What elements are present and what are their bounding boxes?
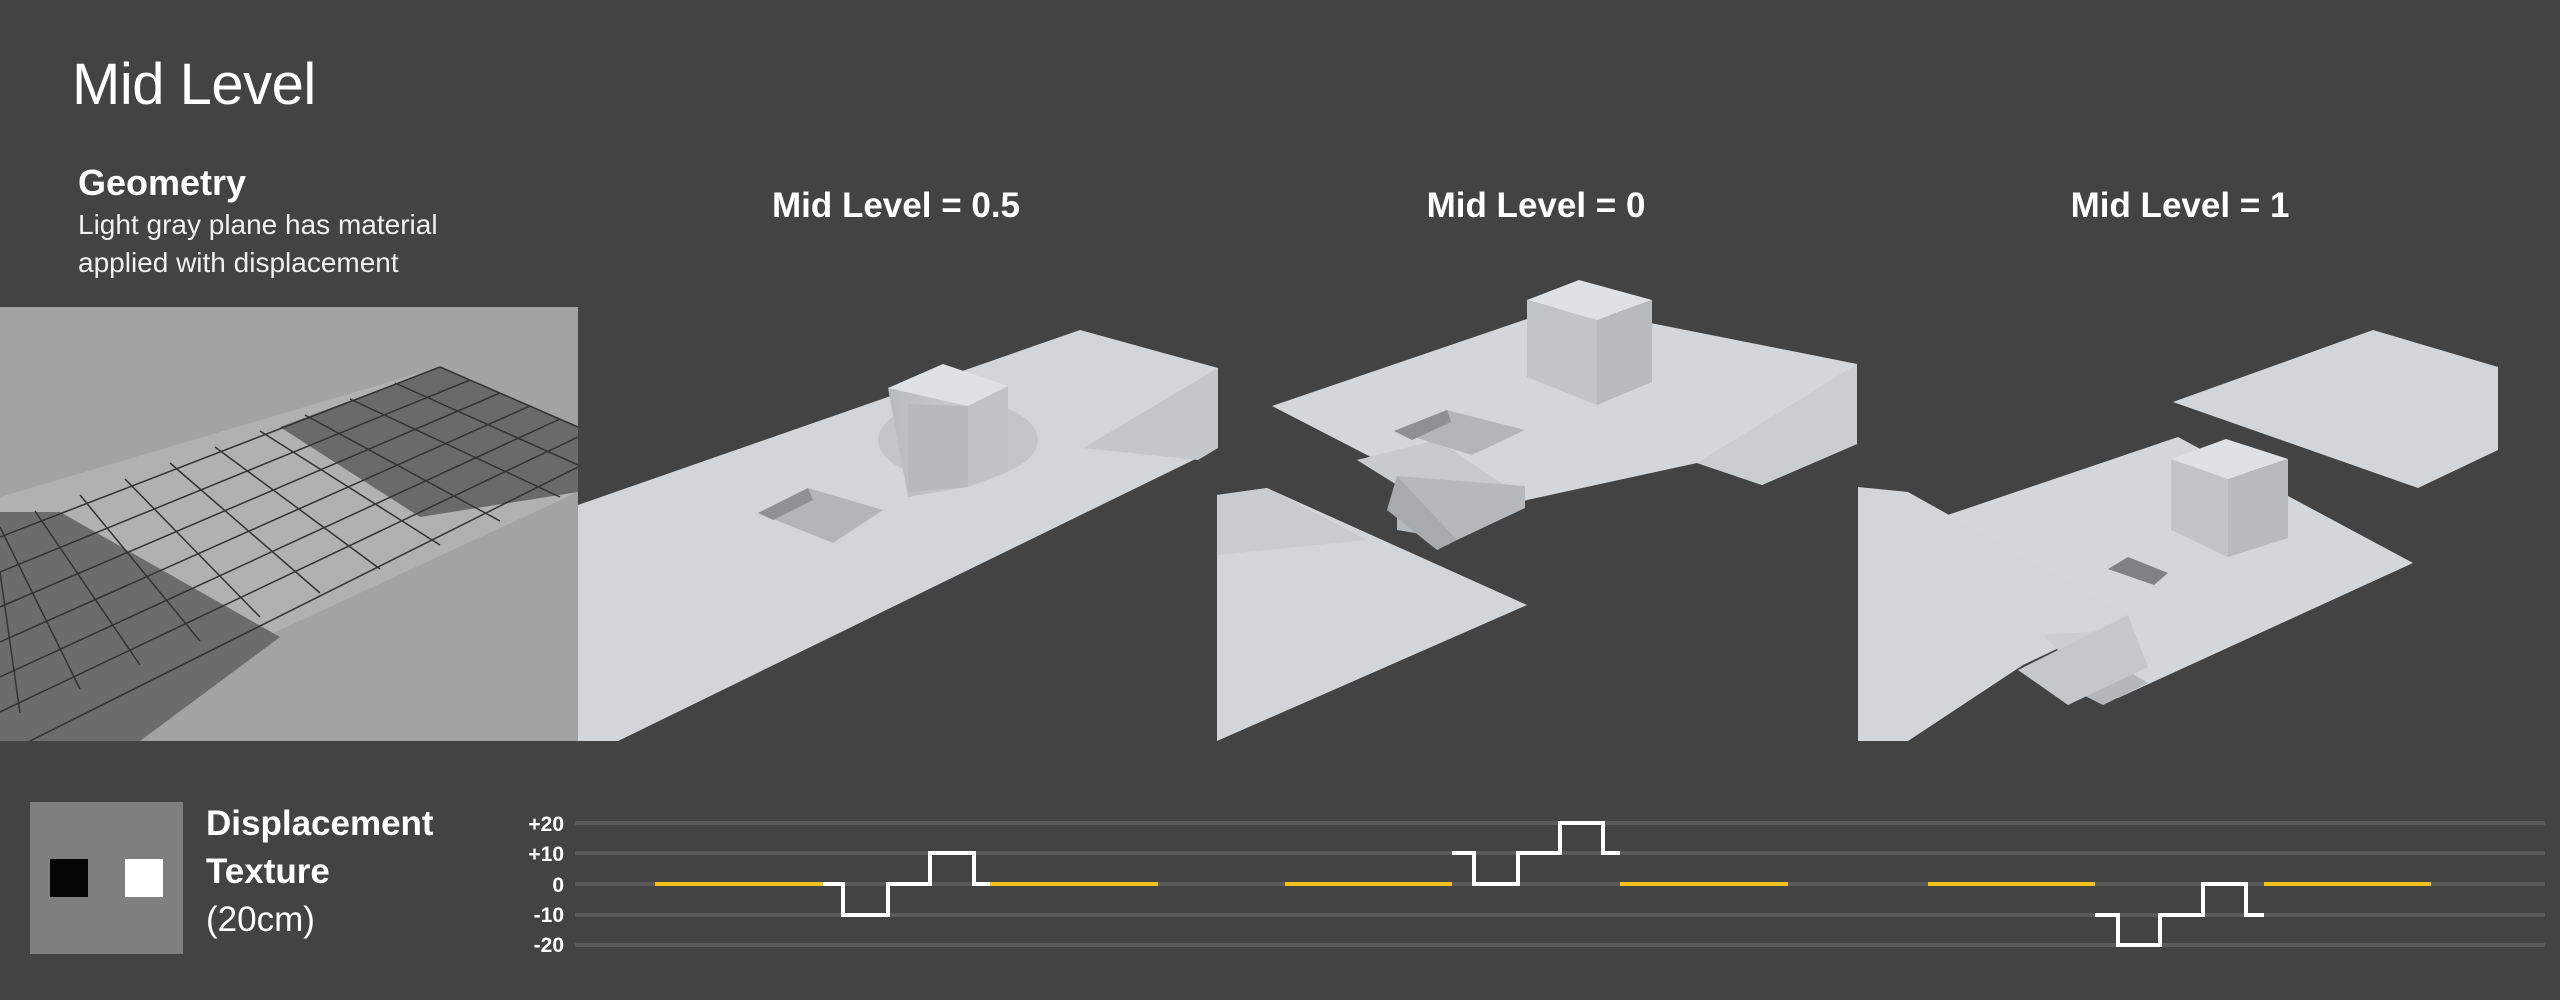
texture-black-square	[50, 859, 88, 897]
texture-label-line1: Displacement	[206, 804, 434, 843]
tick-minus20: -20	[534, 934, 564, 957]
render-midlevel-0	[1217, 280, 1857, 741]
texture-white-square	[125, 859, 163, 897]
displacement-graph: +20 +10 0 -10 -20	[528, 813, 2545, 957]
tick-zero: 0	[552, 874, 564, 897]
panel-heading-1: Mid Level = 1	[2070, 186, 2290, 225]
geometry-viewport	[0, 307, 578, 741]
texture-label-line2: Texture	[206, 852, 330, 891]
texture-label-line3: (20cm)	[206, 900, 315, 939]
geometry-heading: Geometry	[78, 162, 247, 203]
page-title: Mid Level	[72, 52, 316, 117]
displacement-texture-swatch	[30, 802, 183, 954]
displacement-texture-label: Displacement Texture (20cm)	[206, 800, 434, 944]
panel-heading-0.5: Mid Level = 0.5	[771, 186, 1021, 225]
render-midlevel-1	[1858, 330, 2498, 741]
tick-minus10: -10	[534, 904, 564, 927]
panel-heading-0: Mid Level = 0	[1426, 186, 1646, 225]
geometry-description: Light gray plane has material applied wi…	[78, 209, 438, 278]
tick-plus10: +10	[528, 843, 564, 866]
render-midlevel-0.5	[578, 330, 1218, 741]
tick-plus20: +20	[528, 813, 564, 836]
